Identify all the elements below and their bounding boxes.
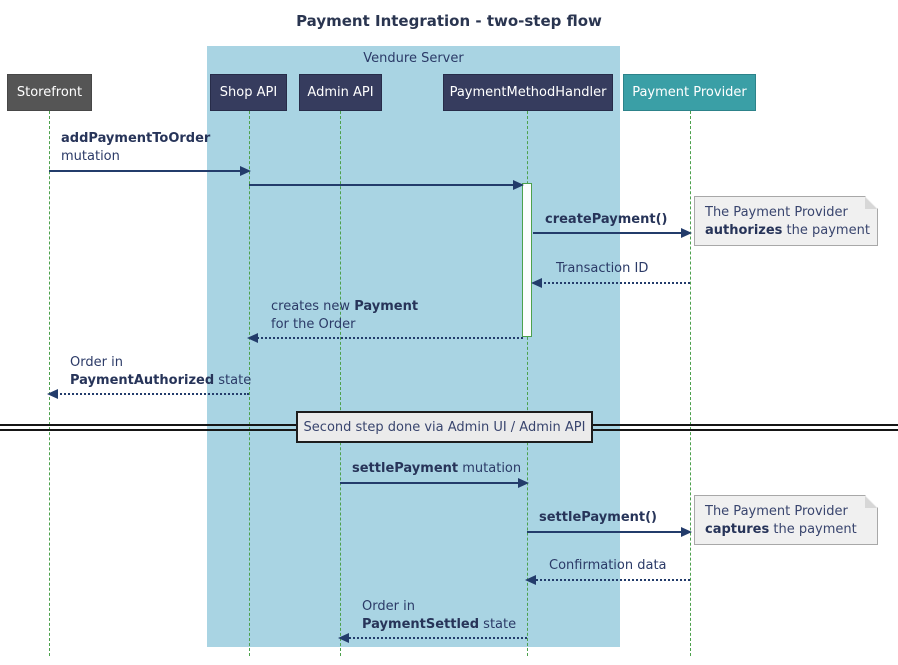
message-label-create-payment: createPayment() xyxy=(545,212,668,227)
message-label-settle-call: settlePayment() xyxy=(539,510,657,525)
note-authorize: The Payment Provider authorizes the paym… xyxy=(694,196,878,246)
lifeline-payment-method-handler xyxy=(527,111,528,656)
arrow-creates-payment xyxy=(247,333,523,343)
message-label-confirmation: Confirmation data xyxy=(549,558,667,573)
page-title: Payment Integration - two-step flow xyxy=(296,12,602,30)
message-label-settle-mutation: settlePayment mutation xyxy=(352,461,522,476)
arrow-settle-call xyxy=(527,527,692,537)
message-label-order-settled: Order in PaymentSettled state xyxy=(362,599,517,632)
note-capture: The Payment Provider captures the paymen… xyxy=(694,495,878,545)
activation-bar xyxy=(522,183,532,337)
vendure-server-frame xyxy=(207,46,620,647)
arrow-order-authorized xyxy=(47,389,249,399)
lifeline-payment-provider xyxy=(690,111,691,656)
lifeline-admin-api xyxy=(340,111,341,656)
message-label-add-payment: addPaymentToOrder mutation xyxy=(61,131,211,164)
arrow-transaction-id xyxy=(531,278,690,288)
participant-payment-provider: Payment Provider xyxy=(623,74,756,111)
participant-admin-api: Admin API xyxy=(299,74,382,111)
lifeline-storefront xyxy=(49,111,50,656)
message-label-order-authorized: Order in PaymentAuthorized state xyxy=(70,355,252,388)
participant-shop-api: Shop API xyxy=(210,74,287,111)
lifeline-shop-api xyxy=(249,111,250,656)
participant-payment-method-handler: PaymentMethodHandler xyxy=(443,74,613,111)
arrow-order-settled xyxy=(338,633,527,643)
arrow-confirmation xyxy=(525,575,690,585)
arrow-add-payment xyxy=(49,166,251,176)
arrow-create-payment xyxy=(533,228,692,238)
participant-storefront: Storefront xyxy=(7,74,92,111)
vendure-server-label: Vendure Server xyxy=(363,51,464,66)
arrow-shop-to-handler xyxy=(249,180,524,190)
divider-label: Second step done via Admin UI / Admin AP… xyxy=(296,411,593,443)
arrow-settle-mutation xyxy=(340,478,529,488)
message-label-creates-payment: creates new Payment for the Order xyxy=(271,299,419,332)
message-label-transaction-id: Transaction ID xyxy=(556,261,649,276)
